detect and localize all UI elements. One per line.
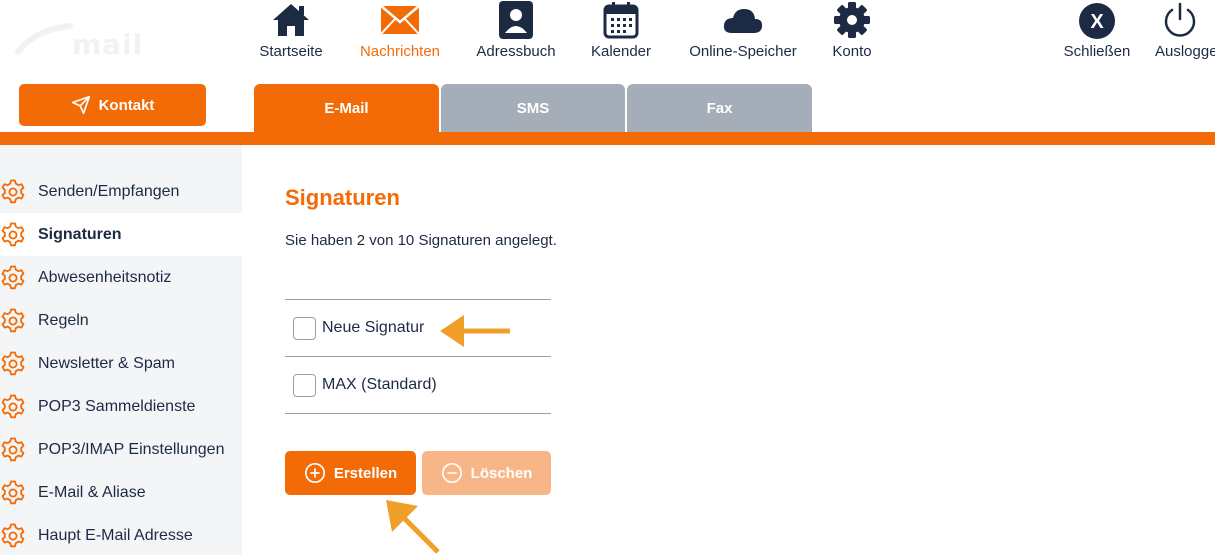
gear-outline-icon: [1, 480, 25, 504]
top-navigation: Startseite Nachrichten Adressbuch: [242, 0, 1215, 80]
plus-circle-icon: [304, 463, 325, 483]
envelope-icon: [380, 5, 420, 35]
logo-text: mail: [72, 28, 144, 61]
logo[interactable]: mail: [0, 0, 242, 80]
nav-item-konto[interactable]: Konto: [826, 0, 878, 70]
calendar-icon: [603, 2, 639, 39]
tab-fax[interactable]: Fax: [627, 84, 812, 132]
sidebar-item-label: Haupt E-Mail Adresse: [38, 526, 193, 544]
sidebar-item-regeln[interactable]: Regeln: [0, 299, 242, 342]
list-item: Neue Signatur: [285, 299, 551, 356]
gear-outline-icon: [1, 523, 25, 547]
gear-outline-icon: [1, 394, 25, 418]
nav-label: Startseite: [259, 43, 323, 60]
sidebar-item-haupt-email-adresse[interactable]: Haupt E-Mail Adresse: [0, 514, 242, 555]
list-item: MAX (Standard): [285, 356, 551, 414]
nav-item-online-speicher[interactable]: Online-Speicher: [679, 0, 807, 70]
nav-item-adressbuch[interactable]: Adressbuch: [470, 0, 562, 70]
create-button[interactable]: Erstellen: [285, 451, 416, 495]
signature-checkbox[interactable]: [293, 373, 316, 397]
sidebar-item-label: Regeln: [38, 311, 89, 329]
tab-label: E-Mail: [324, 99, 369, 117]
sidebar-item-label: POP3/IMAP Einstellungen: [38, 440, 225, 458]
nav-item-startseite[interactable]: Startseite: [255, 0, 327, 70]
tab-label: Fax: [706, 99, 733, 117]
sidebar-item-abwesenheitsnotiz[interactable]: Abwesenheitsnotiz: [0, 256, 242, 299]
signature-count-text: Sie haben 2 von 10 Signaturen angelegt.: [285, 232, 557, 249]
power-icon: [1164, 2, 1196, 37]
delete-button-label: Löschen: [470, 464, 533, 482]
sidebar-item-newsletter-spam[interactable]: Newsletter & Spam: [0, 342, 242, 385]
sidebar-item-label: POP3 Sammeldienste: [38, 397, 196, 415]
nav-label: Kalender: [590, 43, 652, 60]
nav-item-nachrichten[interactable]: Nachrichten: [352, 0, 448, 70]
sidebar-item-signaturen[interactable]: Signaturen: [0, 213, 242, 256]
tab-sms[interactable]: SMS: [441, 84, 625, 132]
nav-label: Schließen: [1063, 43, 1131, 60]
sidebar-item-label: Newsletter & Spam: [38, 354, 175, 372]
nav-label: Adressbuch: [476, 43, 556, 60]
gear-icon: [834, 2, 870, 38]
sidebar-item-label: Signaturen: [38, 225, 122, 243]
tab-underline-bar: [0, 132, 1215, 145]
contact-button-label: Kontakt: [98, 96, 155, 114]
sidebar-item-pop3-sammeldienste[interactable]: POP3 Sammeldienste: [0, 385, 242, 428]
gear-outline-icon: [1, 308, 25, 332]
nav-item-schliessen[interactable]: X Schließen: [1058, 0, 1136, 70]
gear-outline-icon: [1, 437, 25, 461]
signature-list: Neue Signatur MAX (Standard): [285, 299, 551, 414]
sidebar-item-label: Abwesenheitsnotiz: [38, 268, 172, 286]
nav-label: Nachrichten: [359, 43, 441, 60]
sidebar-item-label: E-Mail & Aliase: [38, 483, 146, 501]
close-circle-icon: X: [1079, 3, 1115, 39]
gear-outline-icon: [1, 265, 25, 289]
signature-checkbox[interactable]: [293, 316, 316, 340]
page-title: Signaturen: [285, 185, 400, 210]
sidebar-item-label: Senden/Empfangen: [38, 182, 180, 200]
contact-button[interactable]: Kontakt: [19, 84, 206, 126]
gear-outline-icon: [1, 351, 25, 375]
logo-swoosh-icon: [15, 23, 73, 55]
nav-item-ausloggen[interactable]: Ausloggen: [1154, 0, 1215, 70]
svg-text:X: X: [1090, 11, 1104, 33]
sidebar-item-pop3-imap-einstellungen[interactable]: POP3/IMAP Einstellungen: [0, 428, 242, 471]
paper-plane-icon: [71, 95, 90, 115]
create-button-label: Erstellen: [333, 464, 398, 482]
address-book-icon: [499, 1, 533, 39]
cloud-icon: [723, 9, 763, 33]
delete-button[interactable]: Löschen: [422, 451, 551, 495]
sidebar-item-senden-empfangen[interactable]: Senden/Empfangen: [0, 170, 242, 213]
signature-name[interactable]: MAX (Standard): [322, 376, 437, 393]
nav-label: Online-Speicher: [689, 43, 797, 60]
tab-email[interactable]: E-Mail: [254, 84, 439, 132]
nav-label: Ausloggen: [1155, 43, 1215, 60]
gear-outline-icon: [1, 222, 25, 246]
signature-name[interactable]: Neue Signatur: [322, 319, 425, 336]
sidebar-item-email-aliase[interactable]: E-Mail & Aliase: [0, 471, 242, 514]
settings-sidebar: Senden/Empfangen Signaturen Abwesenheits…: [0, 145, 242, 555]
minus-circle-icon: [441, 463, 462, 483]
home-icon: [273, 4, 309, 36]
tab-label: SMS: [516, 99, 550, 117]
nav-label: Konto: [832, 43, 872, 60]
nav-item-kalender[interactable]: Kalender: [584, 0, 658, 70]
annotation-arrow-up-left-icon: [386, 500, 440, 554]
gear-outline-icon: [1, 179, 25, 203]
